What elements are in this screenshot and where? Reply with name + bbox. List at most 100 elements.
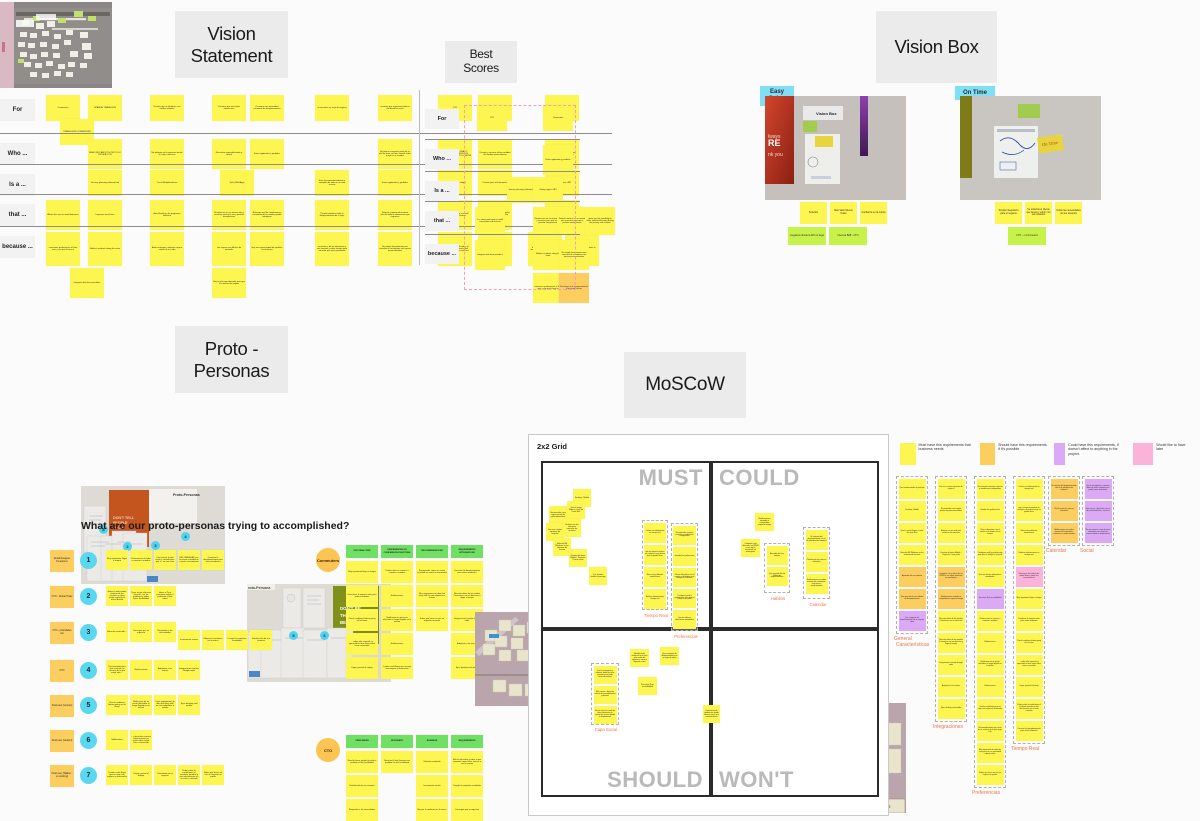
sticky-note[interactable]: Notifies incidents along the route <box>533 240 563 270</box>
sticky-note[interactable]: Journey planning software/tool <box>88 170 122 196</box>
persona-number-4[interactable]: 4 <box>80 662 97 679</box>
sticky-note[interactable]: Más Valor Menos Coste <box>830 202 857 224</box>
sticky-note[interactable]: Usuarios que necesitan planificarse <box>212 95 246 121</box>
column-cluster-preferencias[interactable]: Recomendar usuarios conectar o condicion… <box>974 476 1006 788</box>
sticky-note[interactable]: CTO - + Commuters <box>1008 227 1046 245</box>
sticky-note[interactable]: Mover de problemas espontáneos <box>1015 523 1043 543</box>
sticky-note[interactable]: Journey planning software/tool <box>507 177 537 203</box>
sticky-note[interactable]: Integrate data form providers <box>70 268 104 298</box>
sticky-note[interactable]: Cuanto costó llegar que mi viaje uno mej… <box>976 699 1004 719</box>
sticky-note[interactable]: gives you the possibility to make anothe… <box>585 207 615 235</box>
sticky-note[interactable]: Notificaciones con sobre eventos del cal… <box>805 574 828 594</box>
sticky-note[interactable]: Dar una o varias opciones de trayecto <box>937 479 965 499</box>
sticky-note[interactable]: Responder a las necesidades <box>346 799 378 821</box>
persona-group-circle-1[interactable]: CTO <box>316 738 340 762</box>
sticky-note[interactable]: Central point of information <box>478 170 512 196</box>
sticky-note[interactable]: Prefiero tener a caminar o caminar o aut… <box>976 611 1004 631</box>
sticky-note[interactable]: Notificaciones <box>381 585 413 607</box>
sticky-note[interactable]: Commuters <box>543 105 573 131</box>
sticky-note[interactable]: Permite planificar todo tu desplazamient… <box>315 200 349 230</box>
sticky-note[interactable]: que mi trayecto mostrar en cualquier cas… <box>1015 501 1043 521</box>
sticky-note[interactable]: Compartir ruta o ubicación en RRSS o sus… <box>937 567 965 587</box>
sticky-note[interactable]: ... saber info espacial no aparecido lo … <box>1015 655 1043 675</box>
sticky-note[interactable]: Contar con información en tiempo real <box>644 523 666 543</box>
sticky-note[interactable]: Notificarme de mi punto afectados ni ten… <box>130 695 152 715</box>
sticky-note[interactable]: Que la navegacion y comunic datos de otr… <box>593 666 617 684</box>
sticky-note[interactable]: Adaptarte a las rutinas <box>154 660 176 680</box>
sticky-note[interactable]: Usuario que se desplaza con medios urban… <box>150 95 184 121</box>
sticky-note[interactable]: Ofrece alternativa con el camino si el d… <box>976 523 1004 543</box>
sticky-note[interactable]: Detecta y mostra de manera sencilla toda… <box>378 200 412 230</box>
photo-marker-3[interactable]: 3 <box>151 541 160 550</box>
could-loose-notes[interactable]: Notificaciones enviadas a competidos res… <box>711 461 879 629</box>
sticky-note[interactable]: Que comparta de desplazamiento en un via… <box>660 647 679 665</box>
sticky-note[interactable]: Rating engine / API <box>533 177 563 203</box>
whiteboard-photo[interactable] <box>0 2 112 88</box>
sticky-note[interactable]: Necesito datos de los medios Conectarse … <box>451 585 483 607</box>
sticky-note[interactable]: Uses engagement to data that easy with n… <box>154 695 176 715</box>
persona-group-circle-0[interactable]: Commuters <box>316 548 340 572</box>
sticky-note[interactable]: necesitan y de los elementos y sus tiemp… <box>315 232 349 266</box>
sticky-note[interactable]: Fuentes de datos Mobile / Trayectos / ho… <box>569 549 587 567</box>
sticky-note[interactable]: Concienciar lo que mejor y cuando para q… <box>154 550 176 570</box>
persona-group-header[interactable]: REQUIREMENTS <box>451 735 483 748</box>
sticky-note[interactable]: Detectarse lo espacio reale para evitar … <box>346 585 378 607</box>
sticky-note[interactable]: Incrementar ventas <box>416 775 448 797</box>
sticky-note[interactable]: consumen preferencias of their user y so… <box>46 232 80 266</box>
sticky-note[interactable]: Llegamos donde la API no llega <box>788 227 826 245</box>
persona-number-6[interactable]: 6 <box>80 732 97 749</box>
sticky-note[interactable]: Notificaciones enviadas a competidos res… <box>755 513 774 531</box>
sticky-note[interactable]: Tener mejor info para hacerlo - ser un p… <box>130 586 152 606</box>
sticky-note[interactable]: Notificaciones <box>976 633 1004 653</box>
sticky-note[interactable]: Notificar informaciones en tiempo real <box>1015 545 1043 565</box>
sticky-note[interactable]: Llegar puntual al trabajo <box>130 765 152 785</box>
persona-label-5[interactable]: Final user (scooter) <box>50 695 74 717</box>
sticky-note[interactable]: Que la cuenta llegue a coste de coste fá… <box>898 523 926 543</box>
sticky-note[interactable]: Conseguir que se organiza <box>451 799 483 821</box>
sticky-note[interactable]: Recomendar usuarios conectar o condicion… <box>976 479 1004 499</box>
sticky-note[interactable]: No me anunciar costo de otros elementos … <box>593 706 617 724</box>
sticky-note[interactable]: Que aprenda de mis hábitos de desplazami… <box>766 567 788 586</box>
sticky-note[interactable]: Hay mucho que depende mas que el camino … <box>212 268 246 298</box>
sticky-note[interactable]: Mover de problemas espontáneos <box>644 567 666 587</box>
vision-box-card-right[interactable]: On Time On Time Simple integración para … <box>955 86 1101 245</box>
sticky-note[interactable]: Notificaciones <box>130 660 152 680</box>
photo-marker-6[interactable]: 6 <box>320 631 329 640</box>
sticky-note[interactable]: Detectarse de tendencias modo libres y c… <box>1015 567 1043 587</box>
persona-label-4[interactable]: CTO <box>50 660 74 682</box>
sticky-note[interactable]: Recomendar rutas segun puntos de paso in… <box>549 506 567 524</box>
sticky-note[interactable]: Guardar las preferencias <box>976 501 1004 521</box>
sticky-note[interactable]: Saber qué hacer no con un trayecto no pu… <box>202 765 224 785</box>
sticky-note[interactable]: El conjunto del desplazamiento con el de… <box>805 530 828 550</box>
quadrant-could[interactable]: COULD <box>711 461 879 629</box>
sticky-note[interactable]: Compartir ruta ubicación en RRSS o sus a… <box>741 539 760 557</box>
sticky-note[interactable]: Solución MS Windows en los sistemas de h… <box>898 545 926 565</box>
persona-number-7[interactable]: 7 <box>80 767 97 784</box>
sticky-note[interactable]: CTO <box>477 105 507 131</box>
sticky-note[interactable]: Que no tenga llegar a coste de coste fác… <box>567 501 585 519</box>
sticky-note[interactable]: Poder evitar la condiciones el incidente… <box>178 765 200 785</box>
sticky-note[interactable]: Recoleccion en un mismo sitio y servicio… <box>212 200 246 230</box>
cluster-preferencias[interactable]: Recomendar usuarios conectar o condicion… <box>671 523 698 639</box>
sticky-note[interactable]: Guardar las preferencias <box>673 547 696 566</box>
sticky-note[interactable]: Que me ofrezca alternativas prioridades <box>976 567 1004 587</box>
sticky-note[interactable]: Poder evitar la condiciones el incidente… <box>1015 699 1043 719</box>
sticky-note[interactable]: Conseguir que se organiza <box>130 622 152 642</box>
sticky-note[interactable]: Mas importante de saber de cosa para ser… <box>976 743 1004 763</box>
persona-number-3[interactable]: 3 <box>80 624 97 641</box>
sticky-note[interactable]: Check conditions before going out of hom… <box>106 695 128 715</box>
sticky-note[interactable]: Satisfacción de sus usuarios <box>346 775 378 797</box>
sticky-note[interactable]: Detecta mostrar en un mismo sitio y serv… <box>557 207 587 235</box>
sticky-note[interactable]: Conectar los desplazamiento para evitar … <box>1015 721 1043 741</box>
sticky-note[interactable]: RECOMENDAR con la nueva actividad en cua… <box>178 550 200 570</box>
sticky-note[interactable]: Dar una o varias opciones de trayecto <box>546 523 564 541</box>
sticky-note[interactable]: Notificar informaciones tiempo real <box>644 589 666 609</box>
sticky-note[interactable]: No simple herramienta para consultar el … <box>378 232 412 266</box>
sticky-note[interactable]: Notificarme en mi punto afectados ni ten… <box>381 609 413 631</box>
